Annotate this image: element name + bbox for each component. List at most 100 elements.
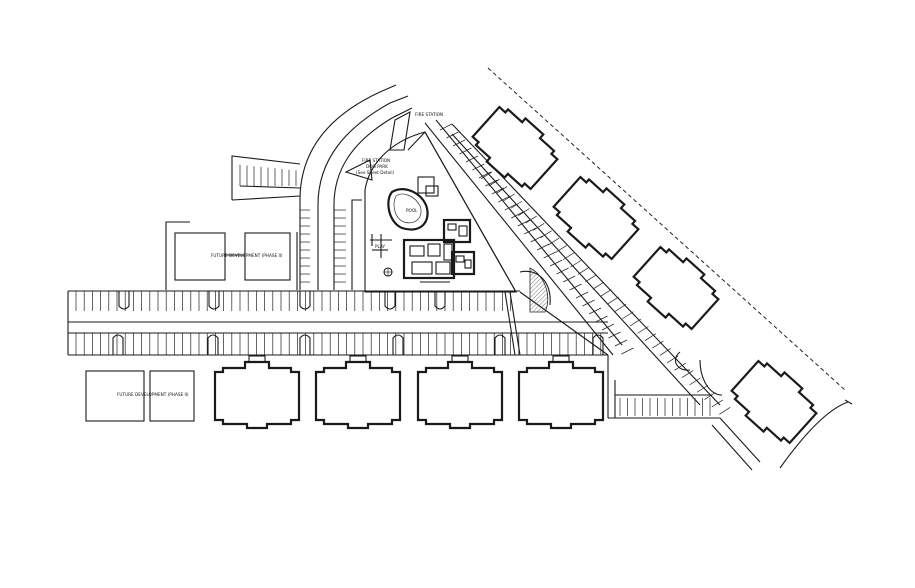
pool-label: POOL [406, 208, 418, 213]
north-parking-stalls [239, 164, 297, 186]
dog-park-label: DOG PARK [366, 164, 388, 169]
future-development-pad-bottom: FUTURE DEVELOPMENT (PHASE II) [85, 370, 195, 422]
south-east-parking-stalls [619, 398, 711, 416]
parking-stall-line [518, 208, 530, 216]
apartment-building [730, 359, 818, 445]
parking-stall-line [498, 195, 511, 203]
north-parking-lot [231, 155, 301, 201]
parking-island [494, 334, 506, 355]
parking-stall-line [465, 155, 479, 163]
parking-stall-line [696, 384, 709, 393]
parking-stall-line [644, 333, 657, 342]
building-entry [552, 355, 570, 362]
parking-stall-line [533, 223, 545, 231]
building-entry [248, 355, 266, 362]
parking-stall-line [504, 203, 517, 211]
parking-stall-line [478, 171, 492, 179]
parking-stall-line [689, 377, 701, 386]
apartment-building [517, 360, 605, 430]
parking-stall-line [575, 291, 589, 299]
apartment-building [416, 360, 504, 430]
apartment-building [213, 360, 301, 430]
building-outline [632, 245, 720, 331]
amenity-area: POOL PLAY FIRE STATI [344, 131, 517, 293]
parking-stall-line [607, 296, 619, 305]
parking-stall-line [488, 178, 500, 187]
south-east-drive [607, 355, 761, 471]
play-label: PLAY [375, 244, 385, 249]
future-development-pad-top: FUTURE DEVELOPMENT (PHASE II) [165, 221, 298, 290]
parking-stall-line [540, 230, 552, 238]
parking-stall-line [530, 235, 543, 243]
parking-stall-line [511, 211, 524, 219]
bottom-buildings [213, 355, 605, 430]
parking-stall-line [524, 227, 537, 235]
parking-stall-line [562, 275, 576, 283]
parking-island [434, 291, 446, 310]
parking-stall-line [614, 339, 628, 347]
parking-stall-line [550, 259, 563, 267]
entry-note: FIRE STATION [415, 112, 443, 117]
parking-stall-line [547, 237, 560, 246]
future-development-label-bottom: FUTURE DEVELOPMENT (PHASE II) [117, 392, 189, 397]
playground: PLAY [370, 234, 393, 277]
building-outline [730, 359, 818, 445]
parking-stall-line [446, 131, 459, 139]
parking-stall-line [652, 340, 664, 349]
building-entry [349, 355, 367, 362]
parking-stall-line [543, 251, 556, 259]
apartment-building [471, 105, 559, 191]
parking-island [392, 334, 404, 355]
main-parking-area [67, 290, 608, 356]
parking-island [112, 334, 124, 355]
dog-park-note: (See Sheet Detail) [356, 170, 395, 175]
parking-stall-line [681, 370, 694, 378]
parking-stall-line [588, 307, 602, 315]
parking-stall-line [704, 392, 716, 400]
parking-island [384, 291, 396, 310]
parking-stall-line [711, 399, 724, 408]
pool [387, 188, 429, 231]
building-outline [552, 175, 640, 261]
parking-stall-line [659, 348, 671, 356]
parking-island [118, 291, 130, 310]
parking-stall-line [600, 289, 612, 297]
building-outline [471, 105, 559, 191]
fire-station-label: FIRE STATION [362, 158, 390, 163]
parking-stall-line [439, 123, 453, 131]
parking-stall-line [585, 274, 597, 283]
diagonal-buildings [471, 105, 818, 445]
parking-stall-line [503, 193, 515, 202]
parking-stall-line [621, 347, 634, 355]
parking-stall-line [517, 219, 530, 227]
property-line [487, 67, 853, 469]
parking-stall-line [472, 163, 485, 171]
parking-island [592, 334, 604, 355]
parking-island [299, 291, 311, 310]
parking-stall-line [614, 303, 627, 312]
parking-stall-line [525, 215, 538, 224]
parking-island [299, 334, 311, 355]
diagonal-parking-stalls [439, 123, 731, 415]
clubhouse-building [402, 218, 476, 283]
parking-stall-line [629, 318, 642, 327]
parking-stalls-row-2 [75, 333, 602, 355]
parking-stall-line [637, 326, 649, 334]
future-development-label-top: FUTURE DEVELOPMENT (PHASE II) [211, 253, 283, 258]
parking-stall-line [592, 281, 604, 290]
entry-road: FIRE STATION [299, 84, 443, 290]
parking-stall-line [622, 311, 634, 319]
parking-stall-line [459, 147, 472, 155]
parking-stall-line [562, 252, 575, 261]
diagonal-drive [407, 119, 731, 415]
parking-stall-line [595, 315, 608, 323]
parking-stall-line [674, 362, 686, 371]
parking-islands [112, 291, 604, 355]
hatched-island [529, 267, 549, 313]
parking-stall-line [719, 407, 731, 415]
parking-stall-line [577, 267, 590, 275]
parking-stall-line [537, 243, 550, 251]
parking-stall-line [510, 200, 523, 209]
apartment-building [552, 175, 640, 261]
